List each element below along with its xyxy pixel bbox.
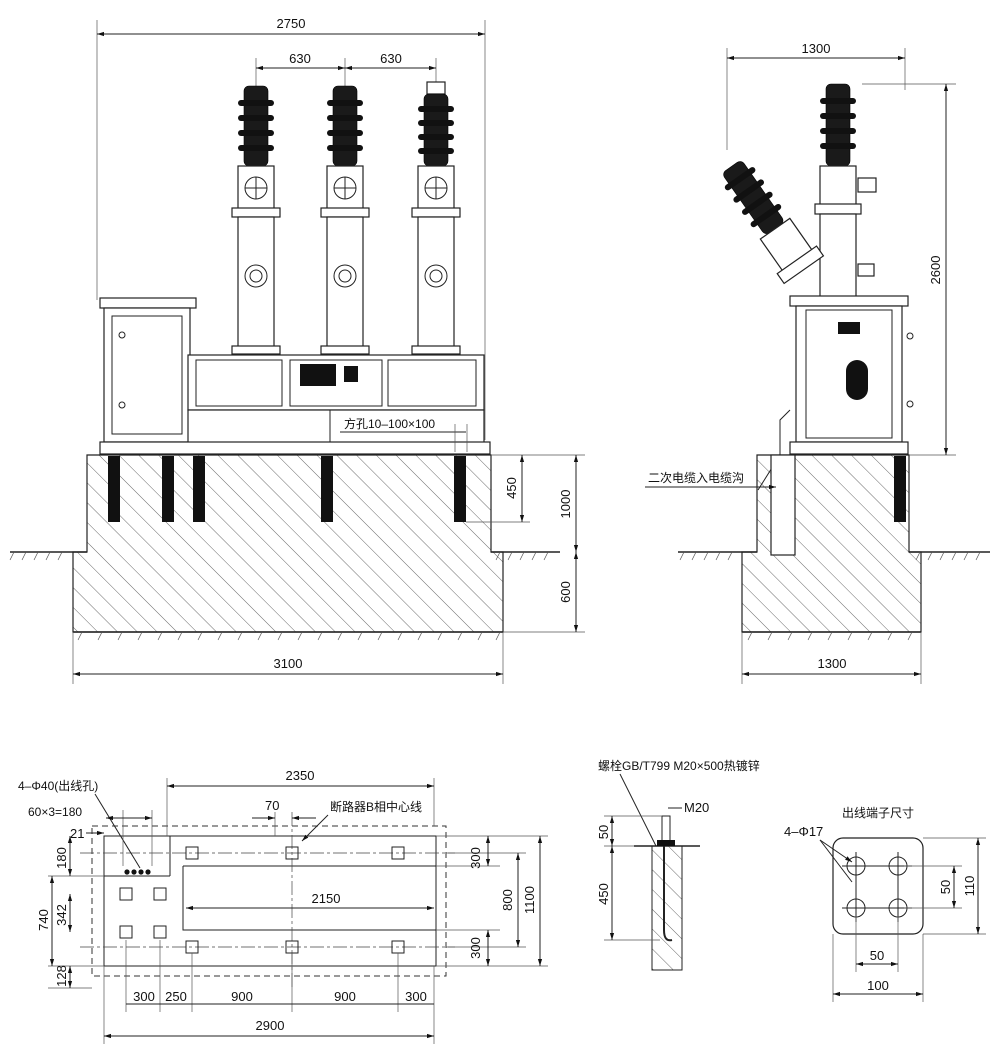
side-view: 1300 bbox=[645, 41, 990, 684]
outlet-holes-label: 4–Φ40(出线孔) bbox=[18, 779, 98, 793]
dim-side-foundation-width: 1300 bbox=[818, 656, 847, 671]
dim-side-top-width: 1300 bbox=[802, 41, 831, 56]
dim-overall-width: 2750 bbox=[277, 16, 306, 31]
dim-180: 180 bbox=[54, 847, 69, 869]
bolt-detail: 螺栓GB/T799 M20×500热镀锌 M20 50 450 bbox=[596, 758, 760, 971]
dim-2150: 2150 bbox=[312, 891, 341, 906]
square-hole-label: 方孔10–100×100 bbox=[344, 416, 435, 431]
bolt-title: 螺栓GB/T799 M20×500热镀锌 bbox=[598, 758, 760, 773]
dim-70: 70 bbox=[265, 798, 279, 813]
dim-bottom-5: 300 bbox=[405, 989, 427, 1004]
bolt-dim-450: 450 bbox=[596, 883, 611, 905]
dim-pole-spacing-2: 630 bbox=[380, 51, 402, 66]
dim-21: 21 bbox=[70, 826, 84, 841]
terminal-dim-110: 110 bbox=[962, 876, 977, 897]
cable-note: 二次电缆入电缆沟 bbox=[648, 471, 744, 485]
pole-b bbox=[320, 85, 370, 355]
dim-342: 342 bbox=[54, 904, 69, 926]
dim-foundation-width: 3100 bbox=[274, 656, 303, 671]
base-frame bbox=[99, 354, 491, 455]
dim-anchor-depth: 450 bbox=[504, 477, 519, 499]
terminal-holes: 4–Φ17 bbox=[784, 824, 823, 839]
bolt-thread: M20 bbox=[684, 800, 709, 815]
dim-800: 800 bbox=[500, 889, 515, 911]
pole-a bbox=[231, 85, 281, 355]
dim-bottom-1: 300 bbox=[133, 989, 155, 1004]
dim-2900: 2900 bbox=[256, 1018, 285, 1033]
plan-view: 2350 4–Φ40(出线孔) 60×3=180 21 70 断路器B相中心线 … bbox=[18, 768, 548, 1044]
terminal-dim-100: 100 bbox=[867, 978, 889, 993]
pole-c bbox=[411, 81, 461, 355]
dim-side-height: 2600 bbox=[928, 256, 943, 285]
centerline-label: 断路器B相中心线 bbox=[330, 799, 422, 814]
dim-bottom-3: 900 bbox=[231, 989, 253, 1004]
dim-2350: 2350 bbox=[286, 768, 315, 783]
terminal-detail: 出线端子尺寸 4–Φ17 50 110 50 100 bbox=[784, 806, 986, 1002]
dim-740: 740 bbox=[36, 909, 51, 931]
dim-300-top: 300 bbox=[468, 847, 483, 869]
terminal-dim-50-v: 50 bbox=[938, 880, 953, 894]
bolt-dim-50: 50 bbox=[596, 825, 611, 839]
front-view: 2750 630 630 bbox=[9, 16, 585, 684]
front-foundation bbox=[72, 454, 504, 633]
dim-foundation-above: 1000 bbox=[558, 490, 573, 519]
terminal-dim-50-h: 50 bbox=[870, 948, 884, 963]
dim-pole-spacing-1: 630 bbox=[289, 51, 311, 66]
dim-foundation-below: 600 bbox=[558, 581, 573, 603]
terminal-title: 出线端子尺寸 bbox=[842, 806, 914, 820]
dim-bottom-4: 900 bbox=[334, 989, 356, 1004]
control-cabinet bbox=[99, 297, 197, 453]
hole-pitch-label: 60×3=180 bbox=[28, 805, 82, 819]
dim-300-bot: 300 bbox=[468, 937, 483, 959]
dim-bottom-2: 250 bbox=[165, 989, 187, 1004]
dim-128: 128 bbox=[54, 965, 69, 987]
dim-1100: 1100 bbox=[522, 886, 537, 914]
